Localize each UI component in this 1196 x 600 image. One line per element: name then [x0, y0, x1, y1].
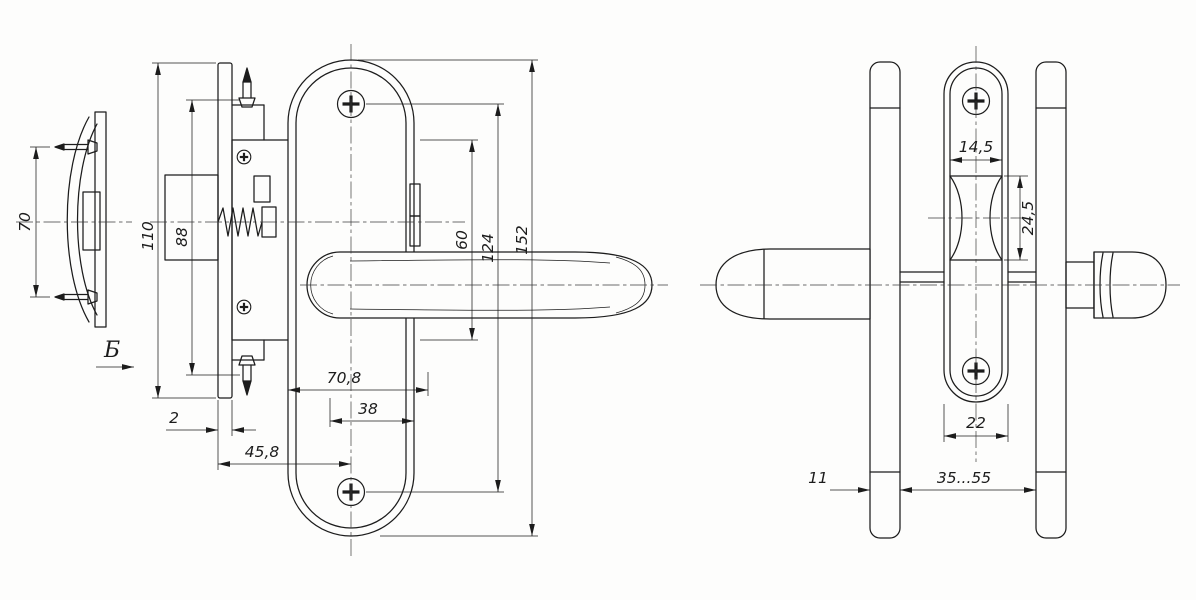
dim-label-60: 60: [453, 230, 471, 250]
screw-tip-icon: [54, 293, 65, 301]
dim-label-70-8: 70,8: [327, 369, 362, 387]
dim-label-124: 124: [479, 233, 497, 263]
dim-label-24-5: 24,5: [1019, 201, 1037, 236]
phillips-screw-icon: [236, 299, 252, 315]
dim-label-45-8: 45,8: [245, 443, 280, 461]
dim-label-11: 11: [808, 469, 828, 487]
strike-profile-view: 70 Б: [16, 111, 134, 370]
dim-label-70: 70: [16, 212, 34, 232]
dim-label-110: 110: [139, 221, 157, 251]
screw-tip-icon: [54, 143, 65, 151]
dim-label-152: 152: [513, 225, 531, 255]
dim-label-22: 22: [966, 414, 986, 432]
side-view: 14,5 24,5 22 11 35...55: [700, 46, 1180, 539]
front-view: 110 88 60 124 152 70,8 38 2 45,8: [139, 44, 668, 556]
dim-label-14-5: 14,5: [959, 138, 994, 156]
dim-label-35-55: 35...55: [937, 469, 991, 487]
dim-label-38: 38: [358, 400, 378, 418]
dim-label-2: 2: [169, 409, 179, 427]
phillips-screw-icon: [236, 149, 252, 165]
dim-label-88: 88: [173, 227, 191, 247]
view-direction-label: Б: [103, 338, 120, 363]
front-view-dimensions: [152, 59, 538, 537]
